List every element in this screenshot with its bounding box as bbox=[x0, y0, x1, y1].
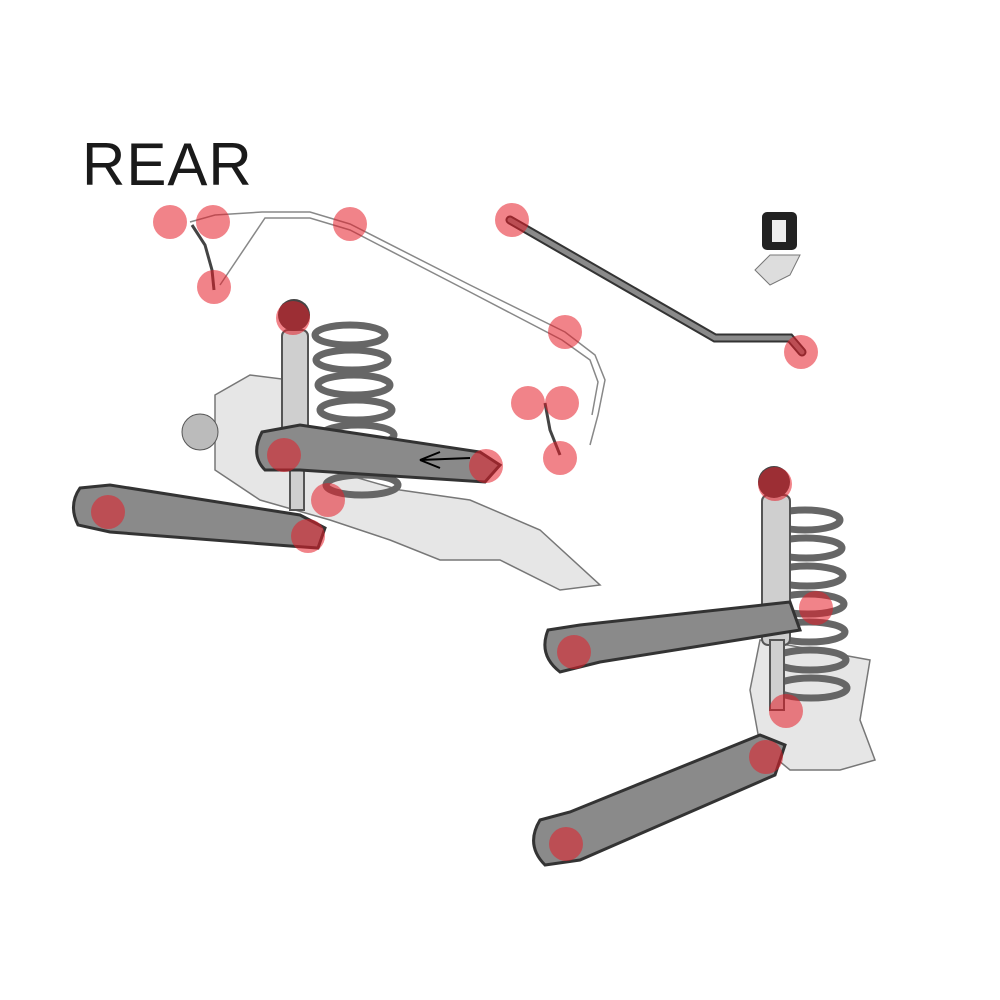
diff-cover bbox=[181, 413, 219, 451]
bushing-marker bbox=[495, 203, 529, 237]
bushing-marker bbox=[469, 449, 503, 483]
bushing-markers bbox=[91, 203, 833, 861]
bushing-marker bbox=[267, 438, 301, 472]
bushing-marker bbox=[291, 519, 325, 553]
bushing-marker bbox=[311, 483, 345, 517]
bushing-marker bbox=[196, 205, 230, 239]
bushing-marker bbox=[758, 467, 792, 501]
bushing-marker bbox=[784, 335, 818, 369]
arrow-marker bbox=[419, 451, 471, 469]
bushing-marker bbox=[276, 301, 310, 335]
bushing-marker bbox=[333, 207, 367, 241]
bushing-marker bbox=[769, 694, 803, 728]
upper-control-arm-right bbox=[543, 600, 803, 674]
bushing-marker bbox=[511, 386, 545, 420]
sway-bar-inner bbox=[219, 217, 599, 416]
bushing-marker bbox=[548, 315, 582, 349]
diagram-title: REAR bbox=[82, 131, 253, 198]
bushing-marker bbox=[545, 386, 579, 420]
bushing-marker bbox=[197, 270, 231, 304]
bushing-marker bbox=[557, 635, 591, 669]
lower-control-arm-right bbox=[532, 733, 787, 867]
bushing-marker bbox=[749, 740, 783, 774]
bushing-marker bbox=[153, 205, 187, 239]
bushing-marker bbox=[543, 441, 577, 475]
bushing-marker bbox=[799, 591, 833, 625]
bushing-marker bbox=[91, 495, 125, 529]
sway-bar bbox=[189, 211, 606, 446]
bushing-bracket bbox=[754, 212, 801, 286]
bushing-marker bbox=[549, 827, 583, 861]
